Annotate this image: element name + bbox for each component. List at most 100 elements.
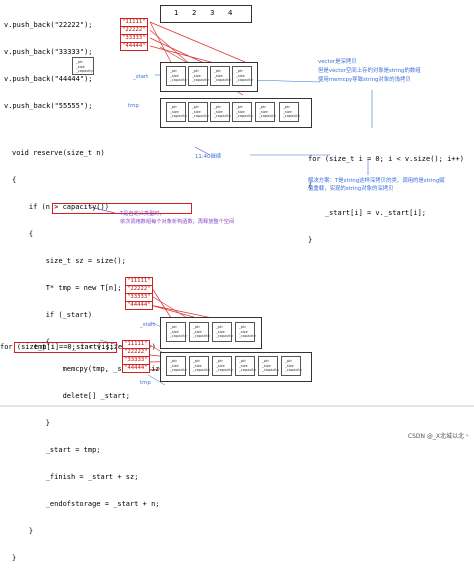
field: _size bbox=[192, 73, 201, 78]
field: _size bbox=[283, 109, 292, 114]
field: _ptr bbox=[192, 105, 199, 109]
field: _ptr bbox=[216, 325, 223, 329]
field: _capacity bbox=[285, 368, 302, 373]
code-line: v.push_back("22222"); bbox=[4, 21, 93, 29]
push-back-code: v.push_back("22222"); v.push_back("33333… bbox=[4, 3, 93, 120]
string-object: _ptr_size_capacity bbox=[166, 66, 187, 86]
field: _capacity bbox=[283, 114, 300, 119]
field: _capacity bbox=[259, 114, 276, 119]
field: _capacity bbox=[236, 114, 253, 119]
field: _ptr bbox=[216, 359, 223, 363]
note-memcpy: 使用memcpy导致string对象的浅拷贝 bbox=[318, 77, 411, 83]
field: _size bbox=[193, 329, 202, 334]
code-line: } bbox=[308, 236, 313, 244]
field: _capacity bbox=[192, 78, 209, 83]
field: _capacity bbox=[193, 334, 210, 339]
note-free: T是自定义类型时， 依次调用数组每个对象析构函数，再释放整个空间 bbox=[120, 210, 234, 226]
start-label-2: _start bbox=[140, 322, 156, 328]
field: _size bbox=[193, 363, 202, 368]
for-loop-body: tmp[i] = _start[i]; bbox=[14, 342, 117, 353]
code-line: v.push_back("55555"); bbox=[4, 102, 93, 110]
code-line: v.push_back("44444"); bbox=[4, 75, 93, 83]
field: _size bbox=[236, 73, 245, 78]
note-line: 值重载，实现的string对象的深拷贝 bbox=[308, 186, 394, 192]
field: _ptr bbox=[214, 105, 221, 109]
field: _ptr bbox=[214, 69, 221, 73]
string-object: _ptr_size_capacity bbox=[235, 322, 256, 342]
string-object: _ptr_size_capacity bbox=[212, 322, 233, 342]
string-object: _ptr_size_capacity bbox=[189, 322, 210, 342]
array-value: 2 bbox=[192, 9, 197, 17]
string-object: _ptr_size_capacity bbox=[255, 102, 276, 122]
code-line: { bbox=[12, 230, 34, 238]
string-object: _ptr_size_capacity bbox=[166, 102, 187, 122]
code-line: void reserve(size_t n) bbox=[12, 149, 105, 157]
watermark: CSDN @_X北城以北丶 bbox=[407, 433, 470, 440]
start-label: _start bbox=[133, 74, 149, 80]
code-line: _endofstorage = _start + n; bbox=[12, 500, 160, 508]
code-line: _finish = _start + sz; bbox=[12, 473, 139, 481]
code-line: } bbox=[12, 419, 50, 427]
note-line: 解决方案：T是string这样深拷贝的类，调用的是string赋 bbox=[308, 178, 445, 184]
field: _ptr bbox=[170, 325, 177, 329]
field: _capacity bbox=[193, 368, 210, 373]
note-line: T是自定义类型时， bbox=[120, 211, 165, 217]
code-line: for (size_t i = 0; i < v.size(); i++) bbox=[308, 155, 464, 163]
string-object: _ptr_size_capacity bbox=[189, 356, 210, 376]
field: _size bbox=[214, 109, 223, 114]
note-string-array: 但是vector空间上存的对象是string的数组 bbox=[318, 68, 421, 74]
field: _size bbox=[262, 363, 271, 368]
code-line: if (_start) bbox=[12, 311, 93, 319]
field: _ptr bbox=[239, 359, 246, 363]
field: _ptr bbox=[259, 105, 266, 109]
field: _capacity bbox=[170, 114, 187, 119]
field: _ptr bbox=[76, 60, 83, 64]
string-object: _ptr_size_capacity bbox=[188, 102, 209, 122]
field: _capacity bbox=[192, 114, 209, 119]
field: _ptr bbox=[193, 359, 200, 363]
field: _size bbox=[259, 109, 268, 114]
field: _capacity bbox=[239, 368, 256, 373]
field: _ptr bbox=[192, 69, 199, 73]
tmp-buffer-2: _ptr_size_capacity _ptr_size_capacity _p… bbox=[160, 352, 312, 382]
tmp-label: tmp bbox=[128, 103, 139, 109]
array-box: 1 2 3 4 bbox=[160, 5, 252, 23]
string-object: _ptr_size_capacity bbox=[188, 66, 209, 86]
field: _ptr bbox=[236, 69, 243, 73]
string-object: _ptr_size_capacity bbox=[258, 356, 279, 376]
code-line: delete[] _start; bbox=[12, 392, 131, 400]
field: _ptr bbox=[170, 359, 177, 363]
note-line: 依次调用数组每个对象析构函数，再释放整个空间 bbox=[120, 219, 235, 225]
string-literal: "44444" bbox=[120, 42, 148, 51]
memcpy-highlight bbox=[52, 203, 192, 214]
start-buffer: _ptr_size_capacity _ptr_size_capacity _p… bbox=[160, 62, 258, 92]
field: _capacity bbox=[170, 368, 187, 373]
string-object: _ptr_size_capacity bbox=[281, 356, 302, 376]
field: _capacity bbox=[236, 78, 253, 83]
field: _ptr bbox=[285, 359, 292, 363]
start-buffer-2: _ptr_size_capacity _ptr_size_capacity _p… bbox=[160, 317, 262, 349]
string-object: _ptr_size_capacity bbox=[210, 102, 231, 122]
field: _ptr bbox=[239, 325, 246, 329]
field: _capacity bbox=[170, 334, 187, 339]
field: _ptr bbox=[193, 325, 200, 329]
field: _size bbox=[239, 363, 248, 368]
string-object: _ptr _size _capacity bbox=[72, 57, 94, 75]
code-line: { bbox=[12, 176, 17, 184]
field: _capacity bbox=[214, 78, 231, 83]
field: _size bbox=[170, 73, 179, 78]
field: _capacity bbox=[262, 368, 279, 373]
field: _size bbox=[239, 329, 248, 334]
note-timestamp: 11:40继续 bbox=[195, 154, 222, 160]
string-literal: "44444" bbox=[125, 301, 153, 310]
string-object: _ptr_size_capacity bbox=[279, 102, 300, 122]
field: _ptr bbox=[283, 105, 290, 109]
field: _size bbox=[216, 329, 225, 334]
field: _ptr bbox=[170, 69, 177, 73]
code-line: T* tmp = new T[n]; bbox=[12, 284, 122, 292]
for-loop-right: for (size_t i = 0; i < v.size(); i++) { … bbox=[308, 137, 464, 254]
array-value: 4 bbox=[228, 9, 233, 17]
string-object: _ptr_size_capacity bbox=[166, 322, 187, 342]
string-object: _ptr_size_capacity bbox=[212, 356, 233, 376]
field: _size bbox=[216, 363, 225, 368]
